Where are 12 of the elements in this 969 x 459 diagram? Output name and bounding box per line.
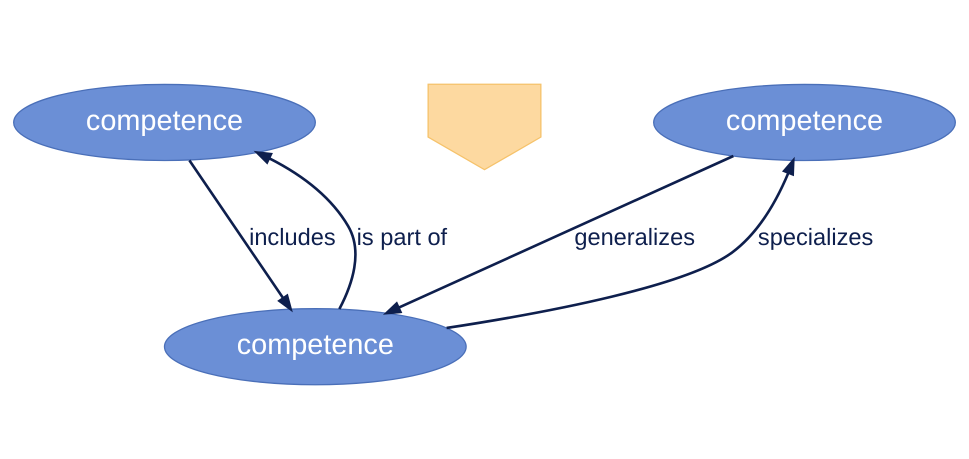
arrow: [188, 159, 293, 312]
edge-label: generalizes: [574, 224, 695, 250]
arrow: [446, 156, 795, 329]
arrow: [382, 154, 734, 314]
edge-label: includes: [249, 224, 336, 250]
arrow: [254, 150, 357, 310]
edge-label: is part of: [356, 224, 448, 250]
node-arrow: [427, 83, 542, 170]
node-ellipse: competence: [164, 308, 467, 385]
node-ellipse: competence: [653, 83, 956, 161]
node-ellipse: competence: [13, 83, 316, 161]
edge-label: specializes: [758, 224, 874, 250]
